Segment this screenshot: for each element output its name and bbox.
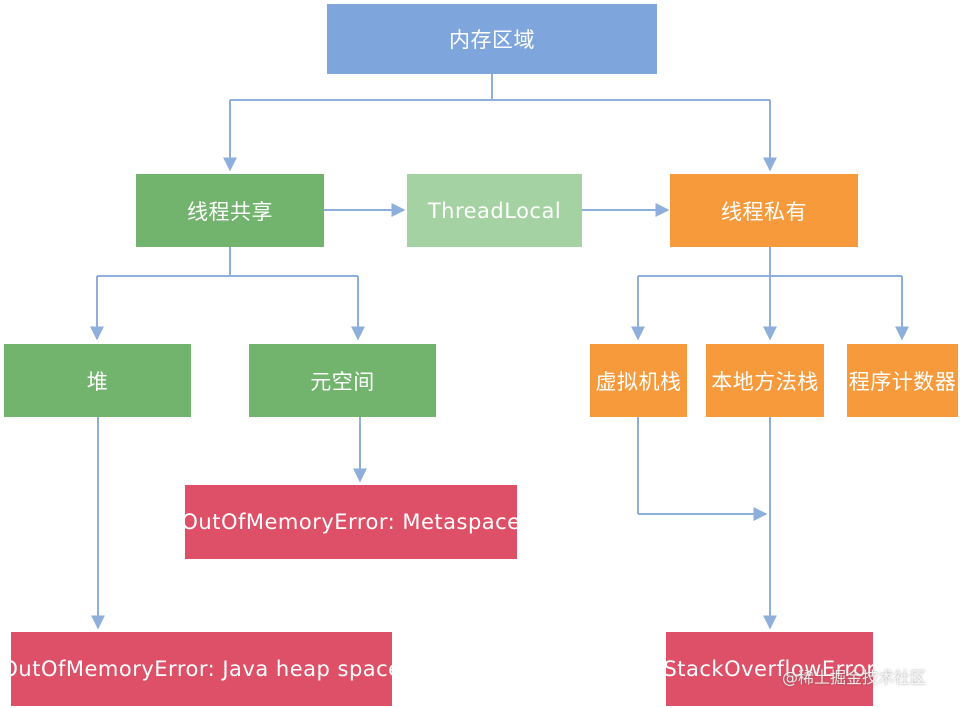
node-oom-metaspace: OutOfMemoryError: Metaspace — [181, 485, 520, 559]
node-vm-stack: 虚拟机栈 — [590, 344, 687, 417]
node-heap: 堆 — [4, 344, 191, 417]
node-metaspace: 元空间 — [249, 344, 436, 417]
node-native-method-stack: 本地方法栈 — [706, 344, 824, 417]
watermark-text: @稀土掘金技术社区 — [782, 668, 927, 687]
node-threadlocal: ThreadLocal — [407, 174, 582, 247]
node-memory-area: 内存区域 — [327, 4, 657, 74]
node-thread-private: 线程私有 — [670, 174, 858, 247]
node-thread-shared: 线程共享 — [136, 174, 324, 247]
node-stack-overflow: StackOverflowError — [663, 632, 875, 706]
watermark: @稀土掘金技术社区 — [782, 664, 926, 688]
node-program-counter: 程序计数器 — [847, 344, 958, 417]
node-oom-heap: OutOfMemoryError: Java heap space — [1, 632, 401, 706]
